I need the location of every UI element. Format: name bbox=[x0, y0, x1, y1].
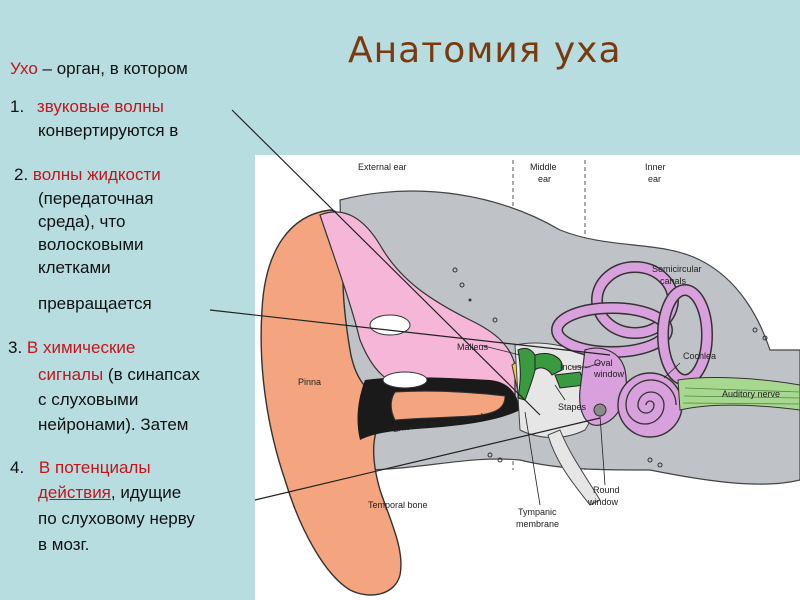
label-tympanic-membrane: Tympanic bbox=[518, 507, 557, 517]
label-auditory-nerve: Auditory nerve bbox=[722, 389, 780, 399]
label-middle-ear: Middle bbox=[530, 162, 557, 172]
label-middle-ear: ear bbox=[538, 174, 551, 184]
label-pinna: Pinna bbox=[298, 377, 321, 387]
label-external-ear: External ear bbox=[358, 162, 407, 172]
bone-dot bbox=[469, 299, 472, 302]
label-cochlea: Cochlea bbox=[683, 351, 716, 361]
cochlea bbox=[618, 373, 682, 437]
label-inner-ear: ear bbox=[648, 174, 661, 184]
label-round-window: window bbox=[587, 497, 619, 507]
label-round-window: Round bbox=[593, 485, 620, 495]
label-tympanic-membrane: membrane bbox=[516, 519, 559, 529]
label-inner-ear: Inner bbox=[645, 162, 666, 172]
round-window bbox=[594, 404, 606, 416]
canal-hole bbox=[383, 372, 427, 388]
label-semicircular-canals: canals bbox=[660, 276, 687, 286]
label-stapes: Stapes bbox=[558, 402, 587, 412]
label-malleus: Malleus bbox=[457, 342, 489, 352]
label-oval-window: window bbox=[593, 369, 625, 379]
label-semicircular-canals: Semicircular bbox=[652, 264, 702, 274]
label-temporal-bone: Temporal bone bbox=[368, 500, 428, 510]
label-incus: Incus bbox=[560, 362, 582, 372]
label-oval-window: Oval bbox=[594, 358, 613, 368]
